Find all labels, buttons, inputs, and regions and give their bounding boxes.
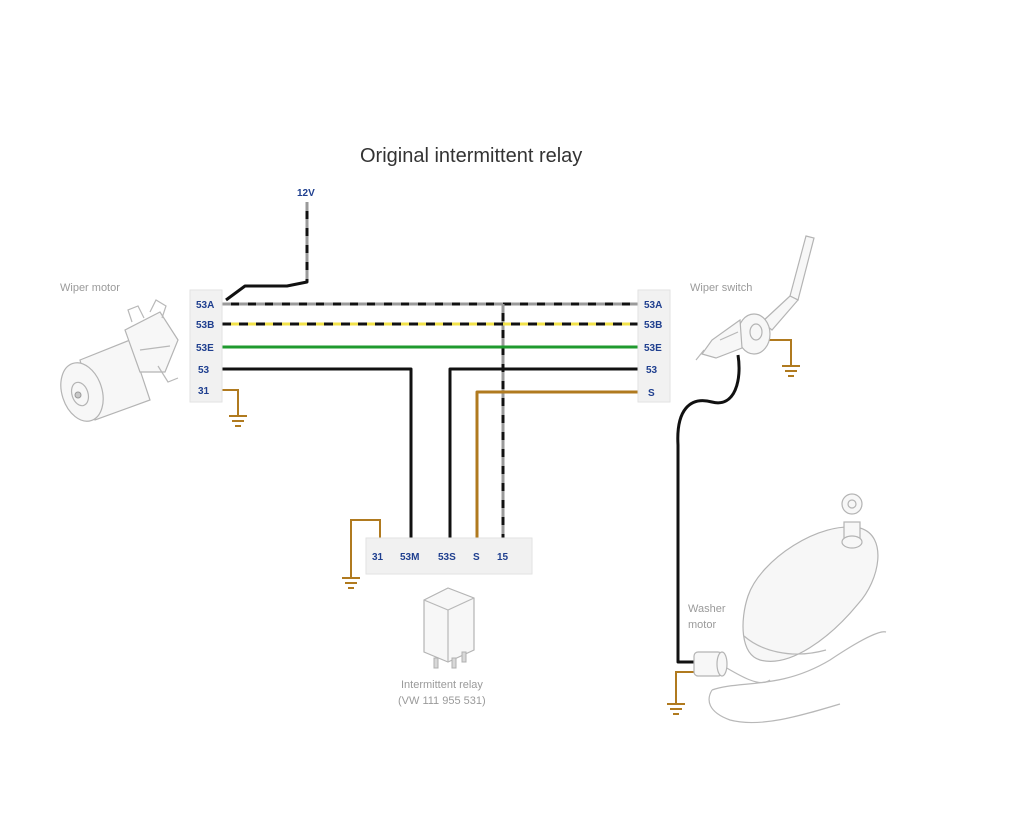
wiper-motor-pin: 53 <box>198 365 210 376</box>
wire-s <box>475 390 638 538</box>
supply-12v-label: 12V <box>297 188 315 199</box>
wiper-motor-pin: 53B <box>196 320 214 331</box>
ground-relay <box>342 519 381 589</box>
wiper-switch-pin: 53E <box>644 343 662 354</box>
wire-switch-to-washer <box>676 354 741 664</box>
wiper-switch-pin: 53 <box>646 365 658 376</box>
diagram-title: Original intermittent relay <box>360 145 582 167</box>
wiper-switch-label: Wiper switch <box>690 282 752 294</box>
relay-pin: 15 <box>497 552 509 563</box>
relay-pin: 53S <box>438 552 456 563</box>
wire-53-switch-to-relay <box>448 367 638 538</box>
washer-motor-icon <box>693 651 728 677</box>
washer-motor-label-line2: motor <box>688 619 716 631</box>
wiper-motor-pin: 31 <box>198 386 210 397</box>
relay-pin: 53M <box>400 552 419 563</box>
intermittent-relay-icon <box>423 587 475 669</box>
ground-wiper-switch <box>768 339 800 377</box>
washer-motor-label-line1: Washer <box>688 603 726 615</box>
relay-connector: 31 53M 53S S 15 <box>365 537 533 575</box>
relay-pin: S <box>473 552 480 563</box>
wiper-switch-pin: 53B <box>644 320 662 331</box>
ground-washer-motor <box>667 671 694 715</box>
wiper-motor-pin: 53E <box>196 343 214 354</box>
wiper-switch-connector: 53A 53B 53E 53 S <box>637 289 671 403</box>
wiper-motor-pin: 53A <box>196 300 214 311</box>
washer-reservoir-icon <box>708 493 887 724</box>
wiper-switch-pin: 53A <box>644 300 662 311</box>
wiper-motor-connector: 53A 53B 53E 53 31 <box>189 289 223 403</box>
wire-53-motor-to-relay <box>222 367 413 538</box>
wiper-motor-label: Wiper motor <box>60 282 120 294</box>
relay-label-line1: Intermittent relay <box>401 679 483 691</box>
wiper-switch-icon <box>695 235 815 361</box>
relay-pin: 31 <box>372 552 384 563</box>
wire-12v-supply <box>225 202 309 302</box>
wiper-motor-icon <box>60 299 179 422</box>
ground-wiper-motor <box>222 389 247 427</box>
relay-label-line2: (VW 111 955 531) <box>398 695 486 707</box>
wiper-switch-pin: S <box>648 388 655 399</box>
